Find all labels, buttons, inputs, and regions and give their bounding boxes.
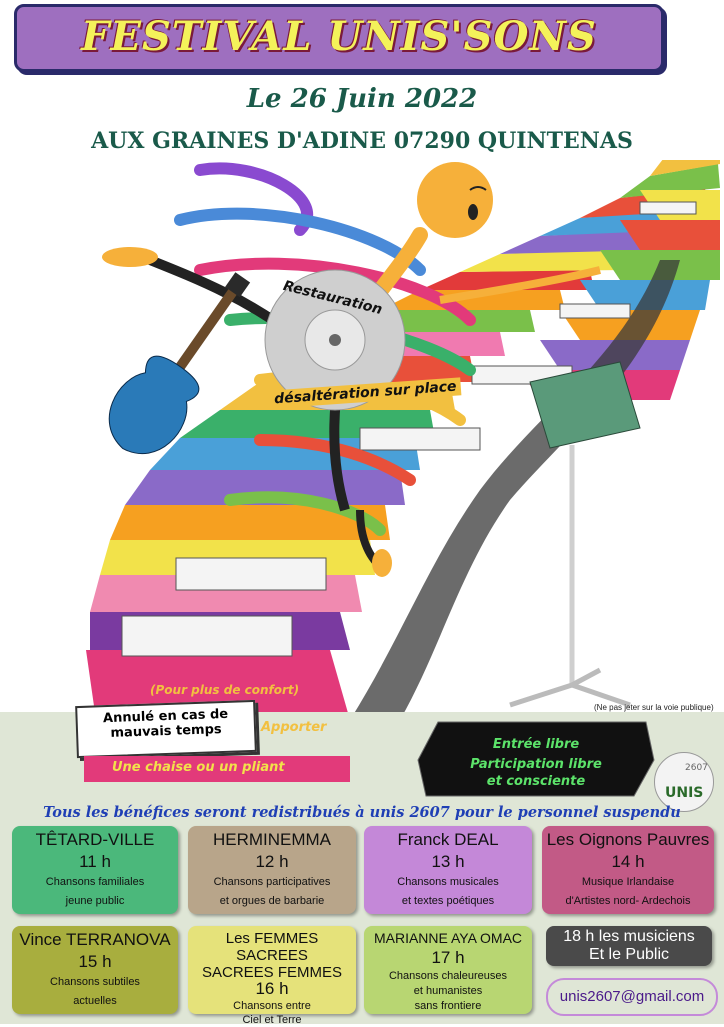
participation-line1: Participation libre [470,757,602,772]
participation-line2: et consciente [486,774,586,789]
artist-time: 17 h [431,948,465,967]
apporter-note: Apporter [261,720,327,735]
artist-time: 11 h [79,852,111,871]
artist-card-oignons-pauvres: Les Oignons Pauvres 14 h Musique Irlanda… [542,826,714,914]
entree-libre-box [417,721,655,797]
music-stand [509,361,641,708]
festival-title: FESTIVAL UNIS'SONS [81,13,597,60]
artist-time: 12 h [255,852,289,871]
vinyl-record [264,269,406,411]
artist-desc: et textes poétiques [401,895,495,907]
artist-name: Les FEMMES SACREES [225,930,319,964]
artist-desc: sans frontiere [414,1000,482,1012]
event-date: Le 26 Juin 2022 [246,84,478,114]
artist-desc: Chansons participatives [213,876,331,888]
artist-name: Vince TERRANOVA [19,930,171,949]
artist-desc: et humanistes [413,985,483,997]
artist-name: MARIANNE AYA OMAC [373,930,523,946]
unis-logo: 2607 UNIS [654,752,714,812]
event-venue: AUX GRAINES D'ADINE 07290 QUINTENAS [91,128,633,154]
artist-desc: Ciel et Terre [242,1014,302,1026]
annule-box: Annulé en cas de mauvais temps [75,699,257,759]
artist-desc: Chansons chaleureuses [388,970,508,982]
artist-desc: d'Artistes nord- Ardechois [565,895,691,907]
ne-pas-jeter-note: (Ne pas jeter sur la voie publique) [594,703,714,712]
finale-line1: 18 h les musiciens [563,928,695,945]
artist-name: Franck DEAL [397,830,499,849]
artist-time: 16 h [255,979,289,998]
artist-card-herminemma: HERMINEMMA 12 h Chansons participatives … [188,826,356,914]
artist-card-vince-terranova: Vince TERRANOVA 15 h Chansons subtiles a… [12,926,178,1014]
benefits-banner: Tous les bénéfices seront redistribués à… [43,804,681,821]
artist-time: 14 h [611,852,645,871]
guitar [108,272,251,455]
artist-card-femmes-sacrees: Les FEMMES SACREES SACREES FEMMES 16 h C… [188,926,356,1026]
artist-desc: Chansons subtiles [50,976,140,988]
artist-name: Les Oignons Pauvres [546,830,710,849]
artist-desc: Musique Irlandaise [581,876,675,888]
chaise-note: Une chaise ou un pliant [112,760,285,775]
artist-desc: Chansons entre [233,1000,311,1012]
unis-logo-text: UNIS [665,785,704,801]
artist-card-franck-deal: Franck DEAL 13 h Chansons musicales et t… [364,826,532,914]
artist-time: 13 h [431,852,465,871]
finale-card: 18 h les musiciens Et le Public [546,926,712,966]
artist-name-2: SACREES FEMMES [201,964,343,981]
finale-line2: Et le Public [588,946,670,963]
piano-illustration [86,160,720,720]
chaise-bar [84,756,350,782]
artist-card-tetard-ville: TÊTARD-VILLE 11 h Chansons familiales je… [12,826,178,914]
artist-desc: Chansons familiales [45,876,145,888]
artist-desc: Chansons musicales [397,876,499,888]
artist-name: TÊTARD-VILLE [35,830,155,849]
artist-desc: et orgues de barbarie [219,895,325,907]
unis-logo-number: 2607 [685,763,708,773]
contact-email[interactable]: unis2607@gmail.com [546,978,718,1016]
confort-note: (Pour plus de confort) [150,683,300,697]
entree-libre-text: Entrée libre [492,737,580,752]
artist-time: 15 h [78,952,112,971]
artist-card-marianne-aya-omac: MARIANNE AYA OMAC 17 h Chansons chaleure… [364,926,532,1014]
artist-name: HERMINEMMA [212,830,332,849]
title-banner: FESTIVAL UNIS'SONS [14,4,664,72]
artist-desc: actuelles [73,995,117,1007]
artist-desc: jeune public [65,895,125,907]
